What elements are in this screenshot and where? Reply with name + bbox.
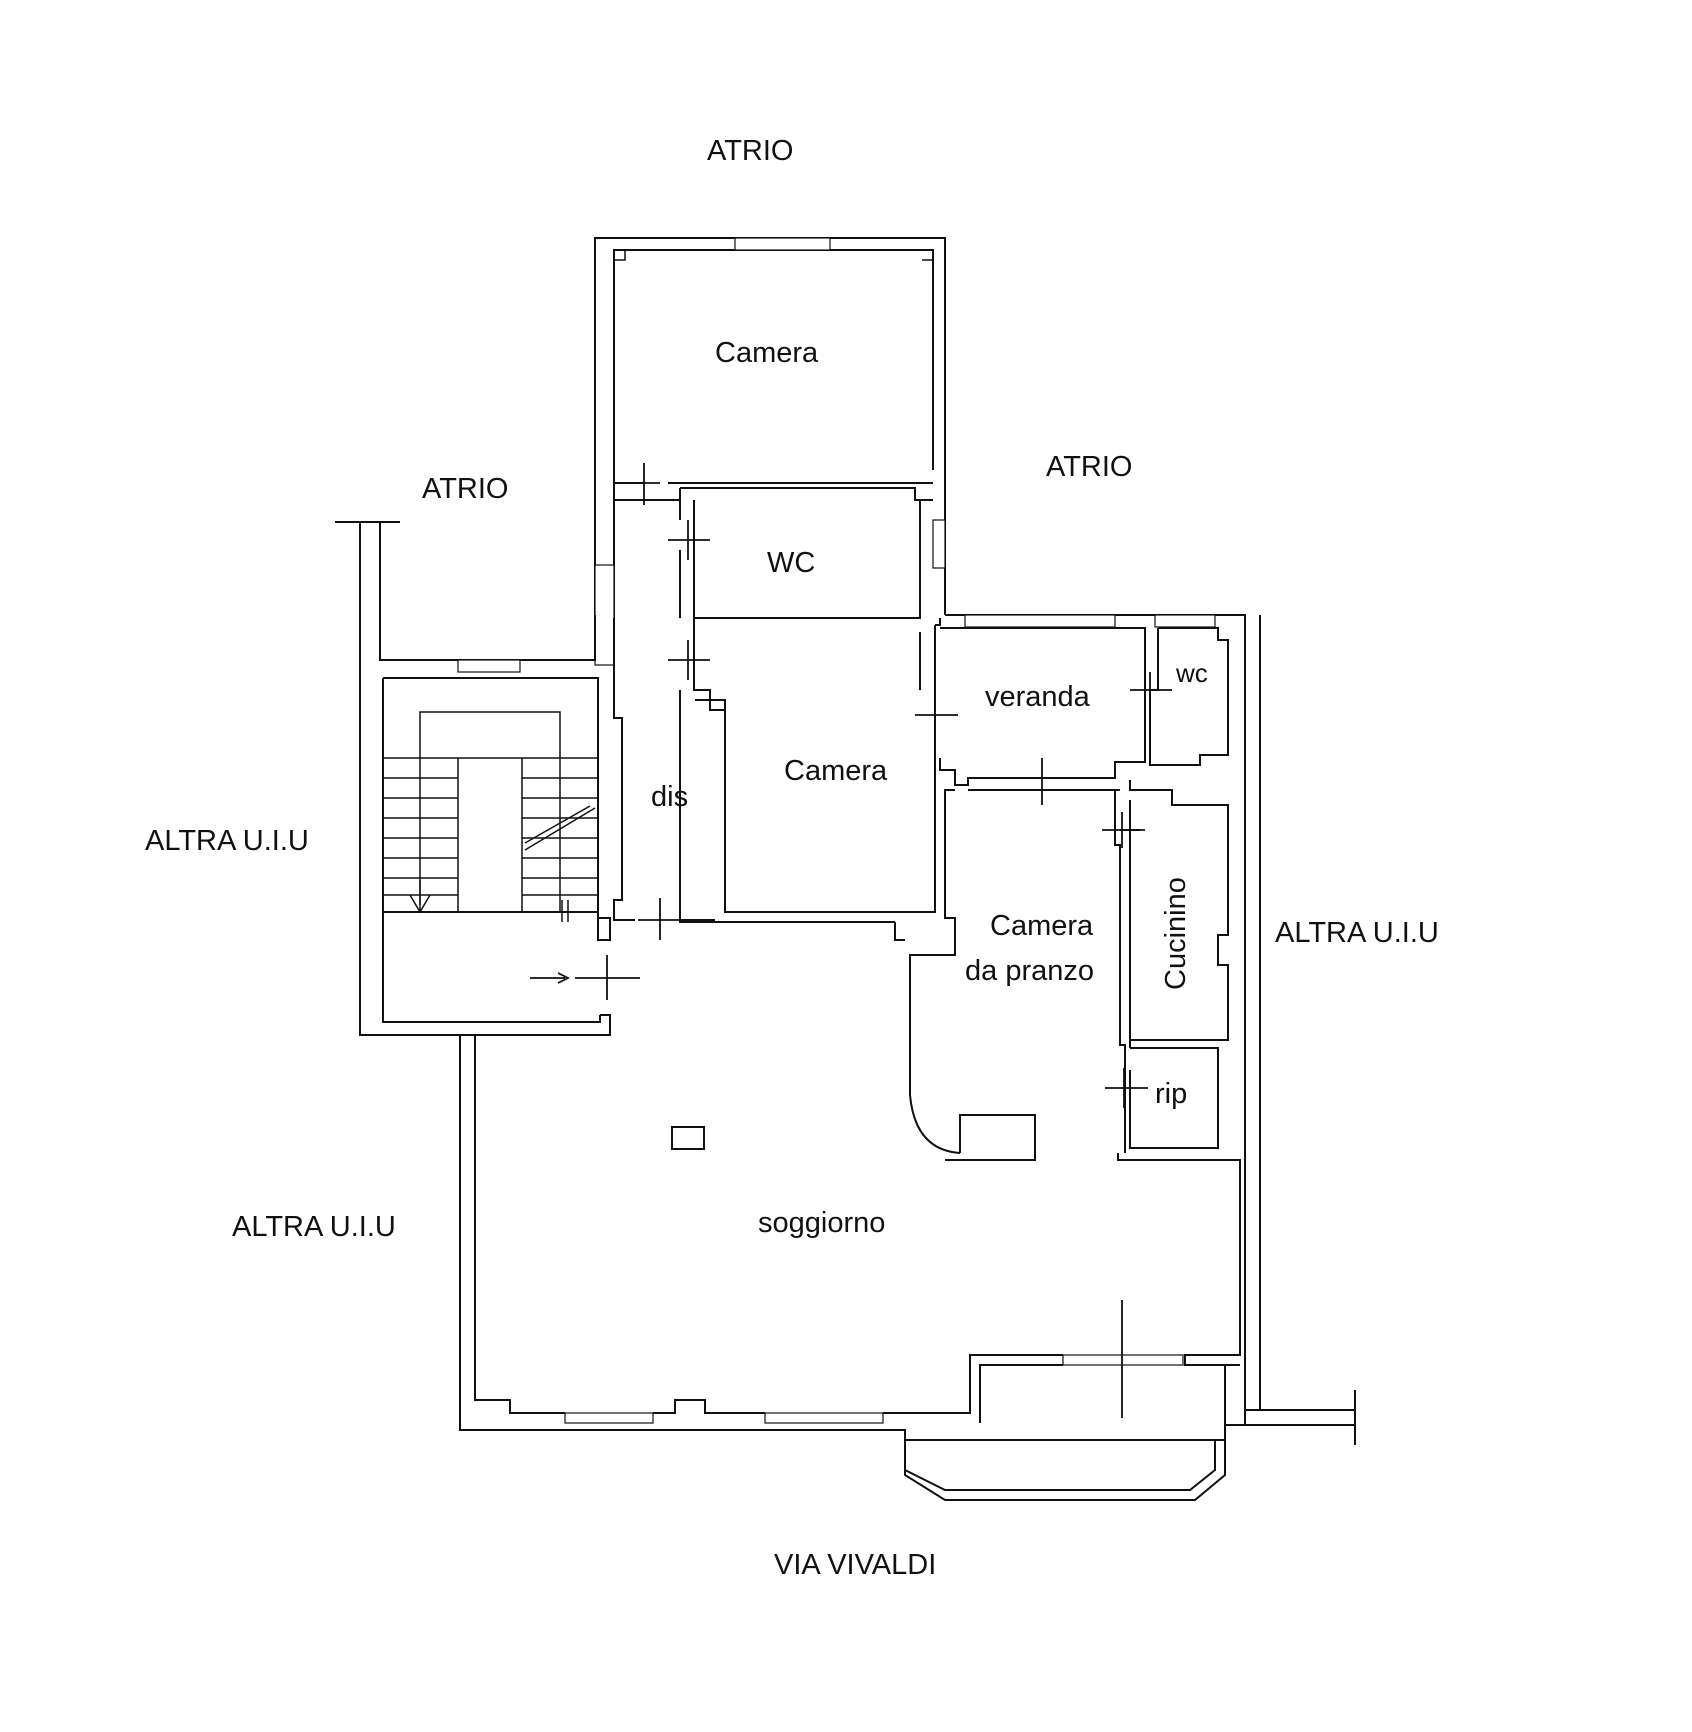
pranzo-walls bbox=[909, 780, 1241, 1366]
staircase bbox=[335, 521, 640, 1036]
label-altra-left-upper: ALTRA U.I.U bbox=[145, 825, 309, 857]
room-rip: rip bbox=[1155, 1078, 1187, 1110]
room-camera-pranzo-line2: da pranzo bbox=[965, 955, 1094, 987]
room-camera-top: Camera bbox=[715, 337, 819, 369]
dis-corridor bbox=[613, 463, 715, 940]
camera-mid-walls bbox=[679, 618, 941, 923]
label-altra-right: ALTRA U.I.U bbox=[1275, 917, 1439, 949]
label-altra-left-lower: ALTRA U.I.U bbox=[232, 1211, 396, 1243]
room-veranda: veranda bbox=[985, 681, 1091, 713]
label-atrio-right: ATRIO bbox=[1046, 451, 1132, 483]
veranda-walls bbox=[915, 614, 1246, 1425]
label-atrio-top: ATRIO bbox=[707, 135, 793, 167]
room-cucinino: Cucinino bbox=[1160, 877, 1192, 990]
room-wc-main: WC bbox=[767, 547, 815, 579]
room-dis: dis bbox=[651, 781, 688, 813]
label-street: VIA VIVALDI bbox=[774, 1549, 936, 1581]
label-atrio-left: ATRIO bbox=[422, 473, 508, 505]
room-soggiorno: soggiorno bbox=[758, 1207, 885, 1239]
soggiorno-walls bbox=[459, 615, 1356, 1501]
north-wing-walls bbox=[594, 237, 946, 666]
room-camera-mid: Camera bbox=[784, 755, 888, 787]
room-wc-small: wc bbox=[1175, 658, 1208, 688]
room-camera-pranzo-line1: Camera bbox=[990, 910, 1094, 942]
